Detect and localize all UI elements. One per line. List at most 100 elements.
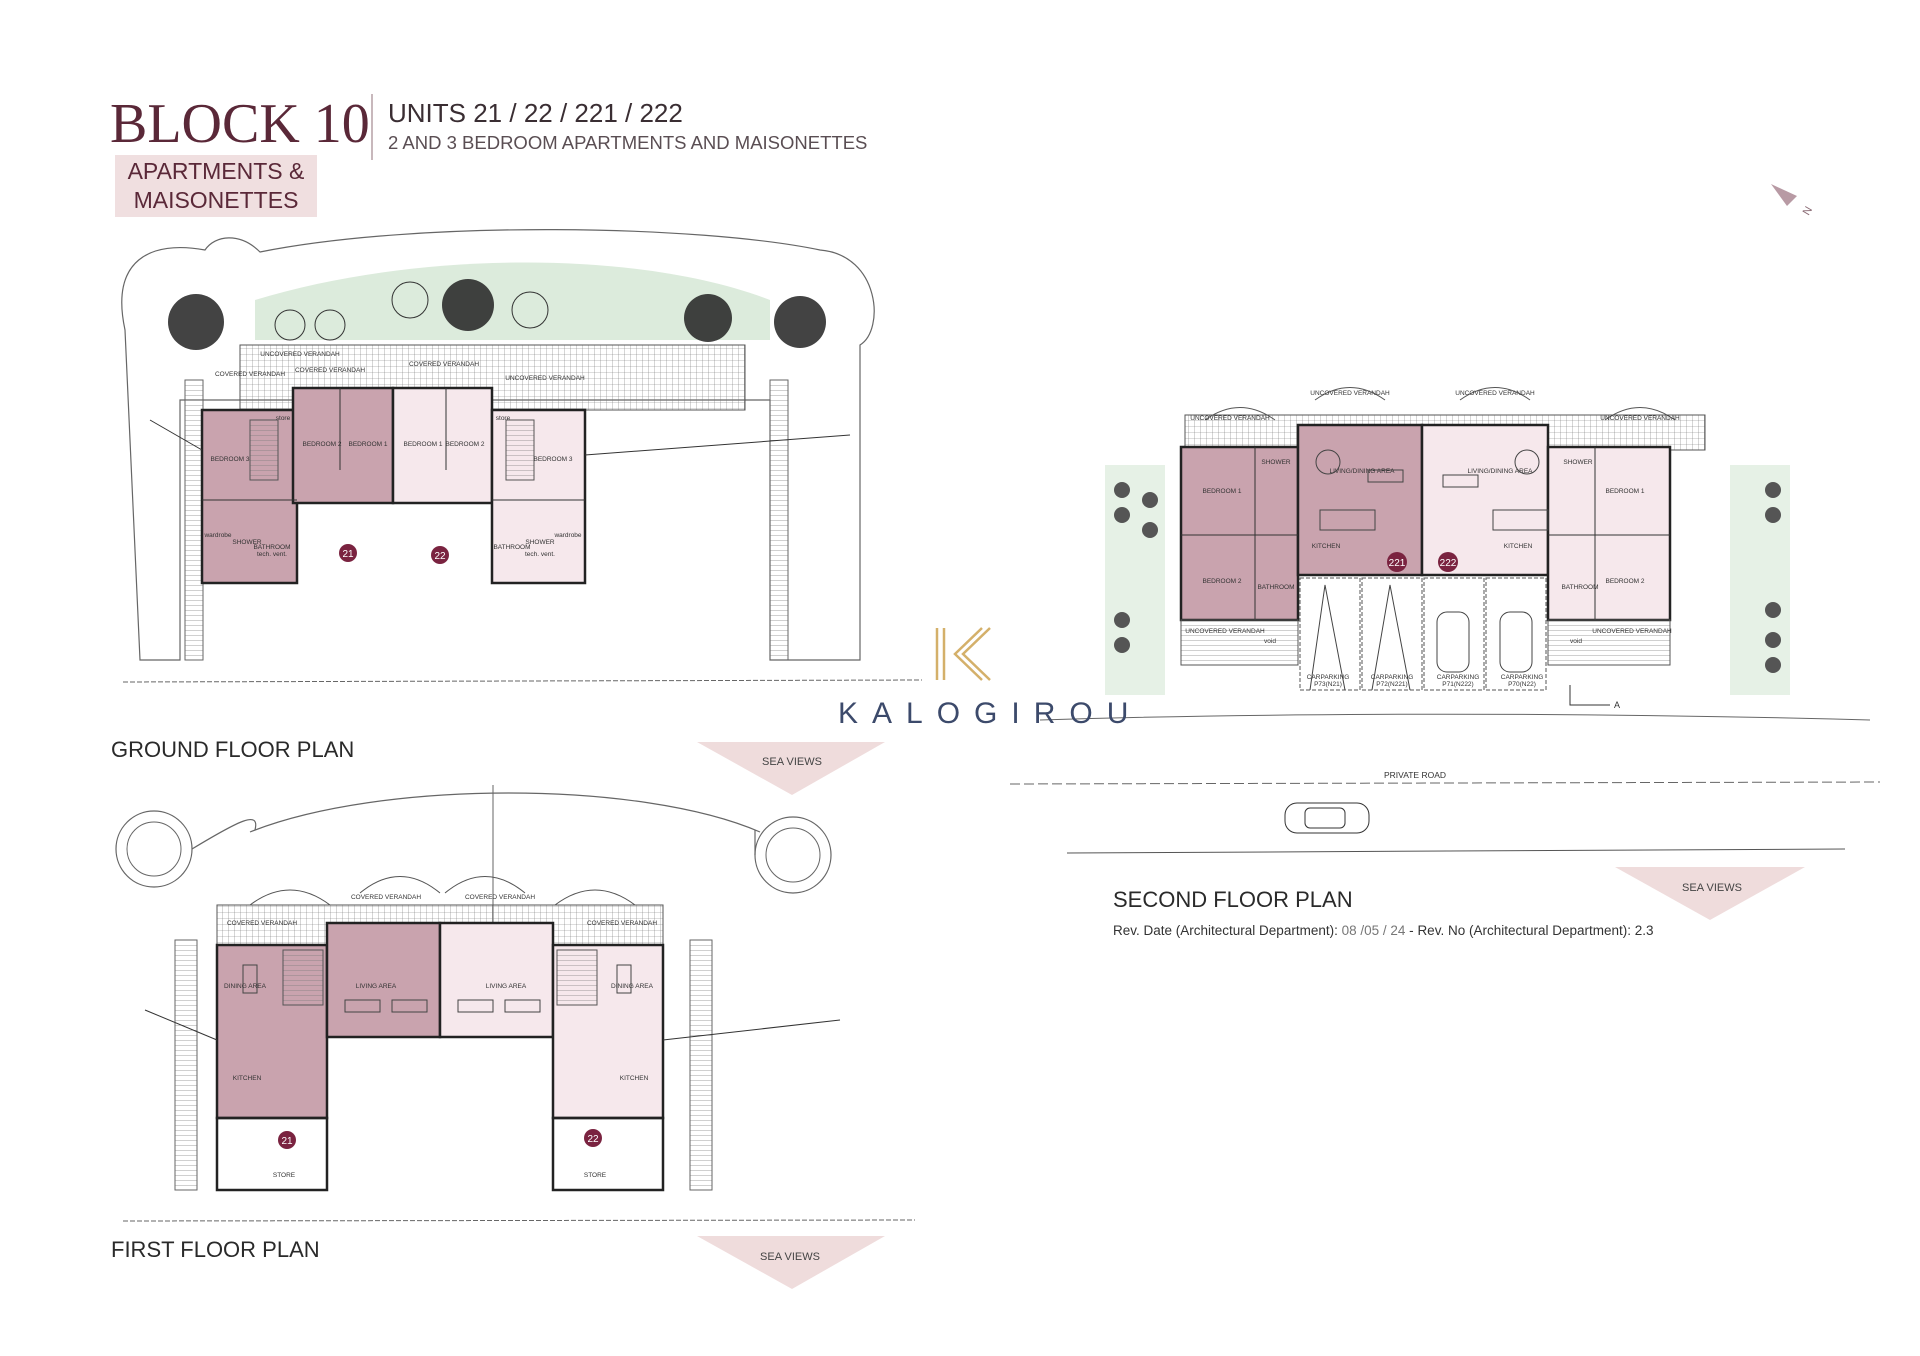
room-label: LIVING/DINING AREA	[1329, 468, 1395, 475]
room-label: DINING AREA	[611, 983, 654, 990]
palm-tree-icon	[168, 294, 224, 350]
room-label: BEDROOM 1	[348, 441, 387, 448]
unit-22-first-living	[438, 921, 555, 1039]
unit-badge-22: 22	[431, 546, 449, 564]
veranda-label: UNCOVERED VERANDAH	[1185, 628, 1265, 635]
rev-separator: -	[1409, 923, 1414, 938]
room-label: BATHROOM	[253, 544, 290, 551]
sea-views-label: SEA VIEWS	[760, 1251, 820, 1263]
unit-number: 222	[1440, 558, 1457, 569]
hedge-trees	[1114, 482, 1781, 673]
veranda-label: UNCOVERED VERANDAH	[1455, 390, 1535, 397]
category-badge: APARTMENTS & MAISONETTES	[115, 155, 317, 217]
unit-number: 221	[1389, 558, 1406, 569]
room-label: BEDROOM 2	[445, 441, 484, 448]
tree-icon	[391, 281, 429, 319]
room-label: BATHROOM	[493, 544, 530, 551]
room-label: DINING AREA	[224, 983, 267, 990]
room-label: wardrobe	[203, 532, 231, 539]
room-label: LIVING AREA	[486, 983, 527, 990]
first-floor-title: FIRST FLOOR PLAN	[111, 1237, 320, 1262]
north-arrow-icon: N	[1771, 184, 1815, 218]
block-title: BLOCK 10	[110, 93, 370, 155]
room-label: STORE	[273, 1172, 296, 1179]
veranda-label: COVERED VERANDAH	[351, 894, 421, 901]
room-label: KITCHEN	[1312, 543, 1341, 550]
room-label: tech. vent.	[257, 551, 287, 558]
room-label: KITCHEN	[233, 1075, 262, 1082]
unit-221-bedrooms	[1179, 445, 1300, 622]
title-divider	[371, 94, 373, 160]
parking-bays	[1299, 577, 1547, 691]
second-floor-title: SECOND FLOOR PLAN	[1113, 887, 1353, 912]
tree-icon	[511, 291, 549, 329]
tree-icon	[274, 309, 306, 341]
brand-name: KALOGIROU	[838, 697, 1143, 730]
veranda-label: UNCOVERED VERANDAH	[505, 375, 585, 382]
room-label: LIVING/DINING AREA	[1467, 468, 1533, 475]
room-label: BATHROOM	[1561, 584, 1598, 591]
parking-label: CARPARKING	[1371, 674, 1414, 681]
palm-tree-icon	[774, 296, 826, 348]
sea-views-label: SEA VIEWS	[1682, 882, 1742, 894]
units-subtitle: 2 AND 3 BEDROOM APARTMENTS AND MAISONETT…	[388, 132, 868, 153]
sea-views-indicator: SEA VIEWS	[697, 742, 885, 795]
veranda-label: UNCOVERED VERANDAH	[260, 351, 340, 358]
rev-no-value: 2.3	[1634, 923, 1654, 938]
room-label: SHOWER	[1563, 459, 1593, 466]
palm-tree-icon	[684, 294, 732, 342]
rev-no-label: Rev. No (Architectural Department):	[1417, 923, 1632, 938]
sea-views-indicator: SEA VIEWS	[1615, 867, 1805, 920]
ground-floor-plan: COVERED VERANDAH COVERED VERANDAH COVERE…	[121, 229, 923, 683]
room-label: wardrobe	[553, 532, 581, 539]
unit-badge-22: 22	[584, 1129, 602, 1147]
unit-badge-222: 222	[1438, 552, 1458, 572]
room-label: store	[496, 415, 511, 422]
units-heading: UNITS 21 / 22 / 221 / 222	[388, 98, 683, 128]
room-label: BEDROOM 1	[403, 441, 442, 448]
unit-222-bedrooms	[1546, 445, 1672, 622]
room-label: tech. vent.	[525, 551, 555, 558]
garden-area	[255, 262, 770, 340]
parking-label: CARPARKING	[1501, 674, 1544, 681]
room-label: void	[1570, 638, 1582, 645]
veranda-label: COVERED VERANDAH	[409, 361, 479, 368]
room-label: void	[1264, 638, 1276, 645]
unit-number: 21	[281, 1136, 293, 1147]
logo-letter: K	[930, 620, 931, 621]
palm-tree-icon	[442, 279, 494, 331]
unit-number: 22	[434, 551, 446, 562]
room-label: BEDROOM 1	[1202, 488, 1241, 495]
room-label: BEDROOM 1	[1605, 488, 1644, 495]
parking-id: P73(N21)	[1314, 681, 1342, 688]
room-label: BATHROOM	[1257, 584, 1294, 591]
private-road-label: PRIVATE ROAD	[1384, 770, 1446, 780]
room-label: KITCHEN	[1504, 543, 1533, 550]
second-floor-plan: UNCOVERED VERANDAH UNCOVERED VERANDAH UN…	[1009, 387, 1881, 854]
parking-label: CARPARKING	[1437, 674, 1480, 681]
veranda-label: UNCOVERED VERANDAH	[1310, 390, 1390, 397]
unit-22-ground-wing	[490, 408, 587, 585]
tree-icon	[314, 309, 346, 341]
rev-date-label: Rev. Date (Architectural Department):	[1113, 923, 1338, 938]
veranda-label: UNCOVERED VERANDAH	[1600, 415, 1680, 422]
car-icon	[1499, 611, 1533, 673]
room-label: KITCHEN	[620, 1075, 649, 1082]
room-label: SHOWER	[525, 539, 555, 546]
unit-badge-221: 221	[1387, 552, 1407, 572]
section-marker: A	[1614, 700, 1620, 710]
unit-number: 21	[342, 549, 354, 560]
parking-id: P72(N221)	[1376, 681, 1407, 688]
revision-info: Rev. Date (Architectural Department): 08…	[1113, 923, 1654, 938]
unit-22-ground-bedrooms	[391, 386, 494, 505]
veranda-label: COVERED VERANDAH	[587, 920, 657, 927]
room-label: BEDROOM 3	[533, 456, 572, 463]
sea-views-label: SEA VIEWS	[762, 756, 822, 768]
room-label: store	[276, 415, 291, 422]
sea-views-indicator: SEA VIEWS	[697, 1236, 885, 1289]
unit-badge-21: 21	[278, 1131, 296, 1149]
parking-label: CARPARKING	[1307, 674, 1350, 681]
parking-id: P70(N22)	[1508, 681, 1536, 688]
ground-floor-title: GROUND FLOOR PLAN	[111, 737, 354, 762]
